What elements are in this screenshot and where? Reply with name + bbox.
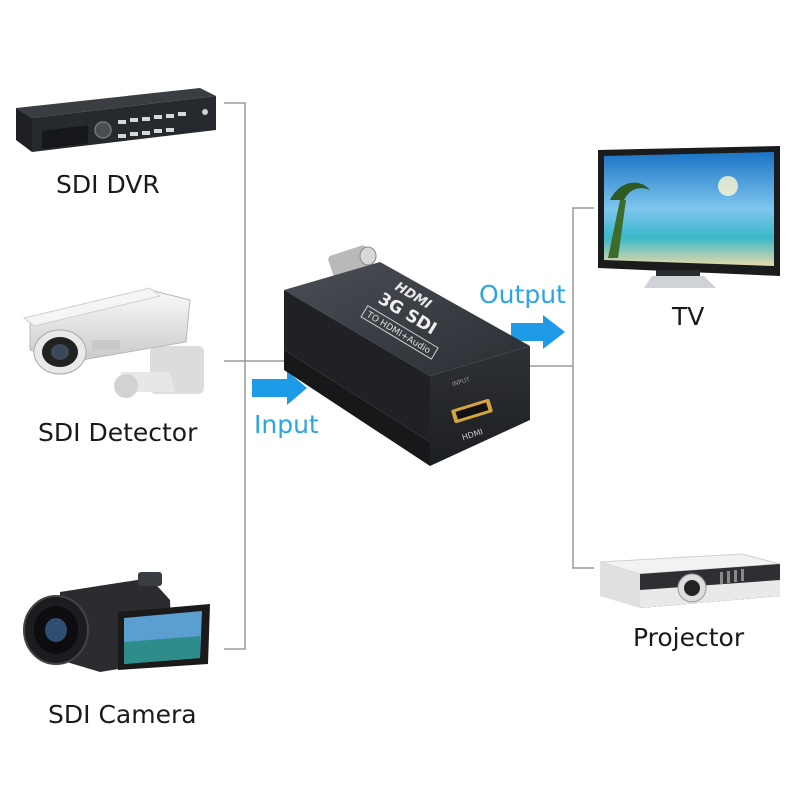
sdi-detector-image [22,287,204,398]
output-label-projector: Projector [633,623,745,652]
source-label-camera: SDI Camera [48,700,197,729]
sdi-dvr-image [16,88,216,152]
sdi-camera-image [23,572,210,672]
output-label-tv: TV [672,302,705,331]
input-label: Input [254,410,319,439]
source-label-detector: SDI Detector [38,418,198,447]
projector-image [599,553,781,608]
input-arrow-icon [252,371,307,405]
sdi-to-hdmi-converter-image: HDMI 3G SDI TO HDMI+Audio HDMI INPUT [284,245,530,466]
output-arrow-icon [511,315,565,349]
source-label-dvr: SDI DVR [56,170,160,199]
tv-image [598,146,780,288]
output-label: Output [479,280,566,309]
